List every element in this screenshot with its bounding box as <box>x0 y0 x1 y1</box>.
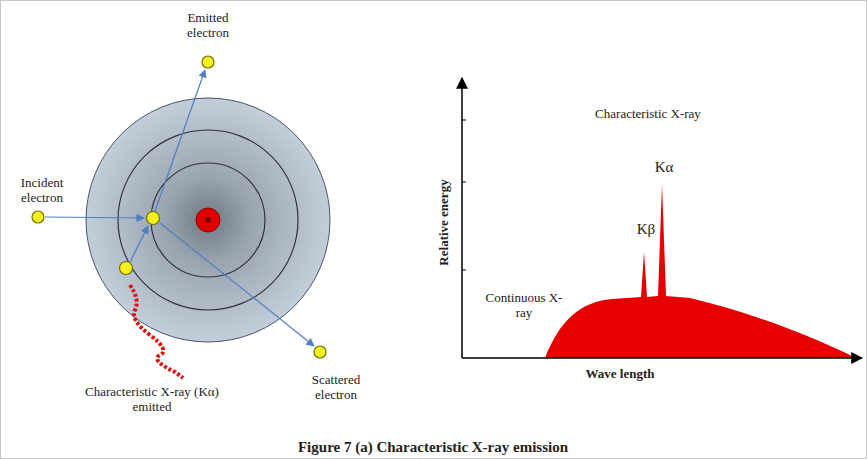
spectrum-chart <box>462 78 862 358</box>
part-label: Incident electron <box>7 175 77 205</box>
part-label: Emitted electron <box>173 10 243 40</box>
part-label: Characteristic X-ray (Kα) emitted <box>77 384 227 414</box>
peak-label: Kα <box>644 160 684 175</box>
spectrum-area <box>545 184 856 358</box>
part-label: Scattered electron <box>301 372 371 402</box>
figure-caption: Figure 7 (a) Characteristic X-ray emissi… <box>298 440 568 455</box>
electrons <box>32 56 326 358</box>
electron-paths <box>45 70 314 346</box>
chart-label: Continuous X-ray <box>484 290 564 320</box>
x-ray-emission <box>130 285 183 378</box>
axis-label: Relative energy <box>436 162 451 282</box>
peak-label: Kβ <box>626 222 666 237</box>
axis-label: Wave length <box>560 366 680 381</box>
atom <box>86 98 330 342</box>
chart-label: Characteristic X-ray <box>573 106 723 121</box>
